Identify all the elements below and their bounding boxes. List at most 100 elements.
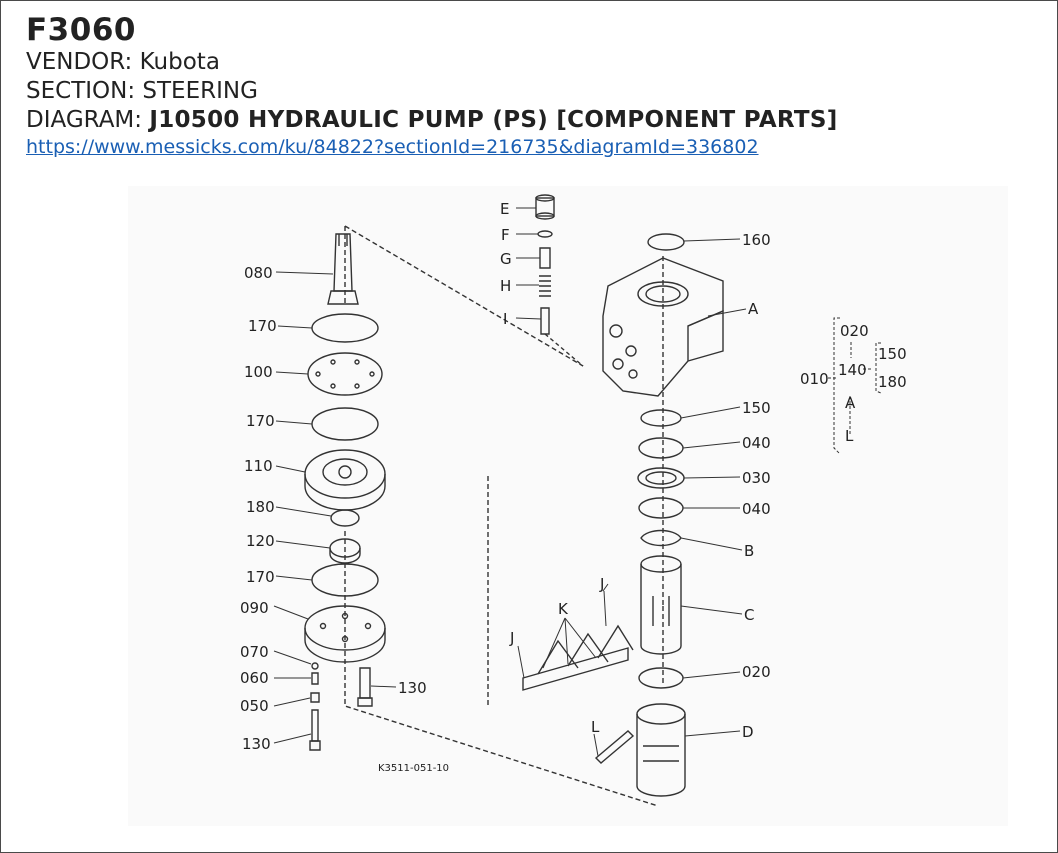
- section-value: STEERING: [142, 78, 258, 104]
- spring-H: [539, 275, 551, 297]
- callout-120: 120: [246, 532, 275, 550]
- leader-090: [273, 605, 309, 620]
- diagram-label: DIAGRAM:: [26, 107, 143, 133]
- callout-100: 100: [244, 363, 273, 381]
- assembly-tree-lines: [828, 317, 882, 455]
- leader-170-c: [275, 575, 313, 581]
- section-label: SECTION:: [26, 78, 136, 104]
- leader-180: [275, 506, 332, 517]
- o-ring-170-a: [311, 313, 379, 343]
- callout-H: H: [500, 277, 511, 295]
- leader-070: [273, 650, 312, 665]
- ring-040-b: [638, 497, 684, 519]
- o-ring-150: [640, 409, 682, 427]
- guide-line-lower: [344, 476, 659, 807]
- diagram-svg: 080 170 100 170 110 180 120 170 090 070 …: [240, 194, 907, 807]
- callout-160: 160: [742, 231, 771, 249]
- leader-D: [684, 730, 741, 737]
- spring-B: [640, 529, 682, 547]
- leader-050: [273, 697, 311, 707]
- leader-B: [680, 537, 743, 551]
- callout-070: 070: [240, 643, 269, 661]
- page-header: F3060 VENDOR: Kubota SECTION: STEERING D…: [26, 12, 838, 159]
- diagram-link[interactable]: https://www.messicks.com/ku/84822?sectio…: [26, 136, 759, 158]
- callout-040-b: 040: [742, 500, 771, 518]
- callout-130-right: 130: [398, 679, 427, 697]
- callout-C: C: [744, 606, 754, 624]
- callout-110: 110: [244, 457, 273, 475]
- callout-170-a: 170: [248, 317, 277, 335]
- leader-040-a: [682, 441, 741, 449]
- vendor-line: VENDOR: Kubota: [26, 48, 838, 77]
- leader-J-upper: [602, 583, 609, 627]
- gear-set-110: [304, 449, 386, 511]
- leader-080: [275, 271, 334, 275]
- tree-A: A: [845, 394, 856, 412]
- diagram-title: J10500 HYDRAULIC PUMP (PS) [COMPONENT PA…: [149, 107, 838, 133]
- tree-L: L: [845, 427, 854, 445]
- callout-L: L: [591, 718, 600, 736]
- ring-040-a: [638, 437, 684, 459]
- o-ring-170-b: [311, 407, 379, 441]
- bearing-030: [637, 467, 685, 489]
- leader-170-a: [277, 325, 313, 329]
- leader-110: [275, 465, 306, 473]
- callout-170-b: 170: [246, 412, 275, 430]
- callout-I: I: [503, 310, 507, 328]
- seal-160: [647, 233, 685, 251]
- guide-line-valve: [544, 333, 584, 367]
- end-cap-090: [304, 605, 386, 663]
- pin-I: [540, 307, 550, 335]
- leader-A: [707, 308, 747, 317]
- callout-090: 090: [240, 599, 269, 617]
- tree-020: 020: [840, 322, 869, 340]
- o-ring-180: [330, 509, 360, 527]
- leader-130-left: [273, 733, 312, 744]
- bolt-130-right: [357, 667, 373, 707]
- callout-J-lower: J: [509, 629, 514, 647]
- plug-E: [535, 194, 555, 220]
- tree-010: 010: [800, 370, 829, 388]
- vendor-label: VENDOR:: [26, 49, 133, 75]
- spool-C: [640, 555, 682, 655]
- leader-020: [682, 671, 741, 679]
- callout-060: 060: [240, 669, 269, 687]
- sleeve-D: [636, 703, 686, 797]
- callout-040-a: 040: [742, 434, 771, 452]
- vendor-value: Kubota: [139, 49, 220, 75]
- tree-150: 150: [878, 345, 907, 363]
- tree-180: 180: [878, 373, 907, 391]
- leader-030: [683, 476, 741, 479]
- leader-160: [683, 238, 741, 242]
- leader-150: [680, 406, 741, 419]
- leader-170-b: [275, 420, 313, 425]
- leader-L: [593, 733, 599, 757]
- callout-F: F: [501, 226, 510, 244]
- poppet-G: [539, 247, 551, 269]
- reference-code: K3511-051-10: [378, 763, 449, 774]
- o-ring-F: [537, 230, 553, 238]
- ring-020: [638, 667, 684, 689]
- callout-050: 050: [240, 697, 269, 715]
- callout-J-upper: J: [599, 575, 604, 593]
- centering-springs: [522, 624, 634, 691]
- tree-140: 140: [838, 361, 867, 379]
- plate-100: [307, 352, 383, 396]
- callout-K: K: [558, 600, 569, 618]
- guide-line-upper: [344, 225, 584, 367]
- callout-170-c: 170: [246, 568, 275, 586]
- callout-D: D: [742, 723, 754, 741]
- callout-020: 020: [742, 663, 771, 681]
- shaft-080: [327, 233, 359, 305]
- pin-L: [594, 730, 635, 764]
- leader-J-lower: [517, 645, 525, 679]
- callout-030: 030: [742, 469, 771, 487]
- diagram-line: DIAGRAM: J10500 HYDRAULIC PUMP (PS) [COM…: [26, 106, 838, 135]
- leader-100: [275, 371, 309, 375]
- pump-housing-A: [602, 257, 724, 397]
- exploded-parts-diagram: 080 170 100 170 110 180 120 170 090 070 …: [128, 186, 1008, 826]
- callout-B: B: [744, 542, 754, 560]
- callout-080: 080: [244, 264, 273, 282]
- leader-130-right: [370, 685, 397, 688]
- section-line: SECTION: STEERING: [26, 77, 838, 106]
